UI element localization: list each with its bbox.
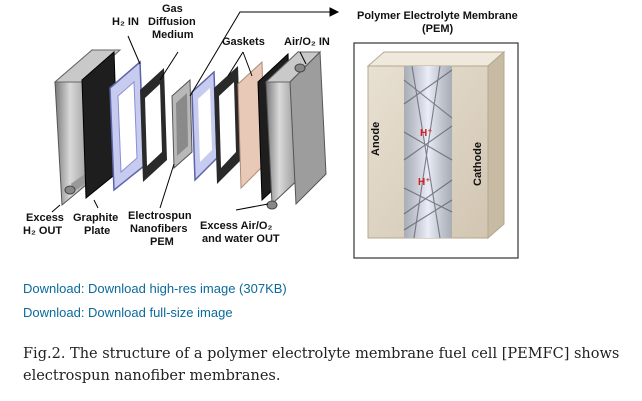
label-excess-h2-1: Excess bbox=[26, 212, 64, 224]
label-anode: Anode bbox=[370, 121, 382, 156]
download-fullsize-link[interactable]: Download: Download full-size image bbox=[23, 305, 233, 320]
label-excess-h2-2: H₂ OUT bbox=[23, 225, 63, 237]
label-h2-in: H₂ IN bbox=[112, 16, 139, 28]
label-graphite-1: Graphite bbox=[73, 212, 119, 224]
label-gas-diffusion-3: Medium bbox=[152, 29, 194, 41]
label-air-in: Air/O₂ IN bbox=[284, 36, 330, 48]
label-cathode: Cathode bbox=[472, 142, 484, 186]
label-gaskets: Gaskets bbox=[222, 36, 265, 48]
label-gas-diffusion-2: Diffusion bbox=[148, 16, 196, 28]
label-gas-diffusion-1: Gas bbox=[162, 3, 183, 15]
label-proton-2: H⁺ bbox=[418, 177, 431, 188]
figure: Gas H₂ IN Diffusion Medium Gaskets Air/O… bbox=[23, 3, 519, 259]
label-excess-air-2: and water OUT bbox=[202, 233, 280, 245]
fuel-cell-illustration bbox=[51, 7, 519, 259]
label-electrospun-2: Nanofibers bbox=[130, 223, 188, 235]
label-pem-title-2: (PEM) bbox=[422, 23, 454, 35]
label-excess-air-1: Excess Air/O₂ bbox=[200, 220, 273, 232]
label-graphite-2: Plate bbox=[84, 225, 111, 237]
label-proton-1: H⁺ bbox=[420, 128, 433, 139]
pem-block bbox=[366, 50, 506, 240]
label-pem-title-1: Polymer Electrolyte Membrane bbox=[357, 10, 518, 22]
download-highres-link[interactable]: Download: Download high-res image (307KB… bbox=[23, 281, 287, 296]
right-end-plate bbox=[264, 50, 327, 210]
label-electrospun-3: PEM bbox=[150, 236, 174, 248]
figure-caption: Fig.2. The structure of a polymer electr… bbox=[23, 346, 620, 384]
pointer-arrows bbox=[51, 7, 340, 213]
label-electrospun-1: Electrospun bbox=[128, 210, 192, 222]
